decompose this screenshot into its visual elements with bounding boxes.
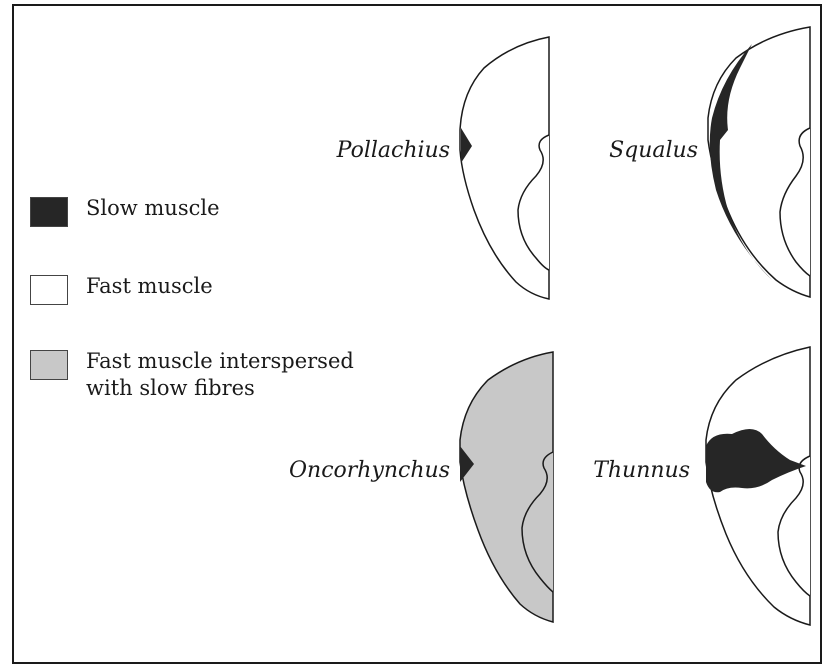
pollachius-fast-muscle (460, 37, 549, 299)
oncorhynchus-mixed-muscle (460, 352, 553, 622)
section-pollachius (460, 37, 549, 299)
section-thunnus (706, 347, 810, 625)
section-squalus (708, 27, 810, 297)
section-oncorhynchus (460, 352, 553, 622)
